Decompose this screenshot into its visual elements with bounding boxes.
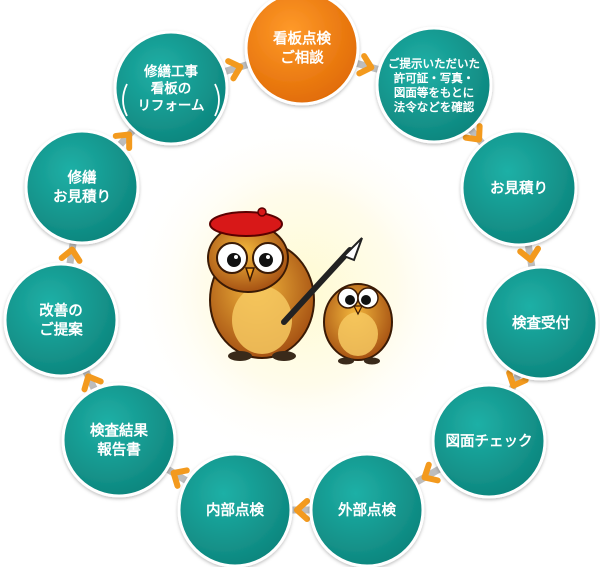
step-circle <box>113 30 229 146</box>
chevron-right-icon <box>462 123 483 143</box>
step-label-line: 報告書 <box>97 441 141 459</box>
step-label-line: 内部点検 <box>206 501 264 519</box>
chevron-right-icon <box>225 58 244 82</box>
step-nodes: 看板点検ご相談ご提示いただいた許可証・写真・図面等をもとに法令などを確認お見積り… <box>3 0 599 567</box>
right-paren-icon <box>214 83 220 117</box>
chevron-right-icon <box>170 467 190 489</box>
step-circle <box>483 265 599 381</box>
step-circle <box>375 26 493 144</box>
step-node-exterior-inspection: 外部点検 <box>309 452 425 567</box>
step-label-line: お見積り <box>490 179 548 197</box>
step-label-line: 外部点検 <box>338 501 396 519</box>
step-circle <box>244 0 360 106</box>
step-node-estimate: お見積り <box>460 129 578 247</box>
small-owl-icon <box>323 283 393 365</box>
step-label-line: 検査結果 <box>90 422 148 440</box>
step-label-line: ご相談 <box>280 49 324 67</box>
step-label-line: 許可証・写真・ <box>394 71 475 85</box>
step-label-line: 法令などを確認 <box>394 100 475 114</box>
step-label-line: ご提示いただいた <box>388 56 480 70</box>
step-label-line: 図面チェック <box>446 433 533 450</box>
chevron-right-icon <box>356 53 375 77</box>
step-label-line: お見積り <box>53 188 111 206</box>
step-label-line: 図面等をもとに <box>394 85 474 99</box>
step-label-line: 改善の <box>39 302 83 320</box>
step-label-line: リフォーム <box>137 98 204 114</box>
step-circle <box>309 452 425 567</box>
step-label-line: 看板の <box>150 80 192 97</box>
step-node-drawing-check: 図面チェック <box>431 383 547 499</box>
step-node-interior-inspection: 内部点検 <box>177 452 293 567</box>
step-label-line: 修繕 <box>67 169 97 187</box>
big-owl-icon <box>207 207 315 361</box>
owl-painter-illustration <box>207 207 393 365</box>
chevron-right-icon <box>517 245 541 263</box>
step-circle <box>431 383 547 499</box>
step-label-line: 検査受付 <box>512 314 570 332</box>
step-label-line: 修繕工事 <box>143 63 198 80</box>
step-circle <box>24 129 140 245</box>
chevron-right-icon <box>294 498 310 522</box>
step-label-line: 看板点検 <box>273 30 331 48</box>
step-circle <box>3 262 119 378</box>
chevron-right-icon <box>81 373 104 393</box>
chevron-right-icon <box>421 461 441 484</box>
chevron-right-icon <box>58 246 83 264</box>
chevron-right-icon <box>506 369 529 389</box>
step-circle <box>61 382 177 498</box>
step-node-inspection-accept: 検査受付 <box>483 265 599 381</box>
left-paren-icon <box>122 83 128 117</box>
paintbrush-icon <box>281 237 363 325</box>
step-label-line: ご提案 <box>39 321 83 339</box>
step-circle <box>177 452 293 567</box>
connector-arrows <box>58 53 541 522</box>
chevron-right-icon <box>112 131 133 151</box>
step-circle <box>460 129 578 247</box>
